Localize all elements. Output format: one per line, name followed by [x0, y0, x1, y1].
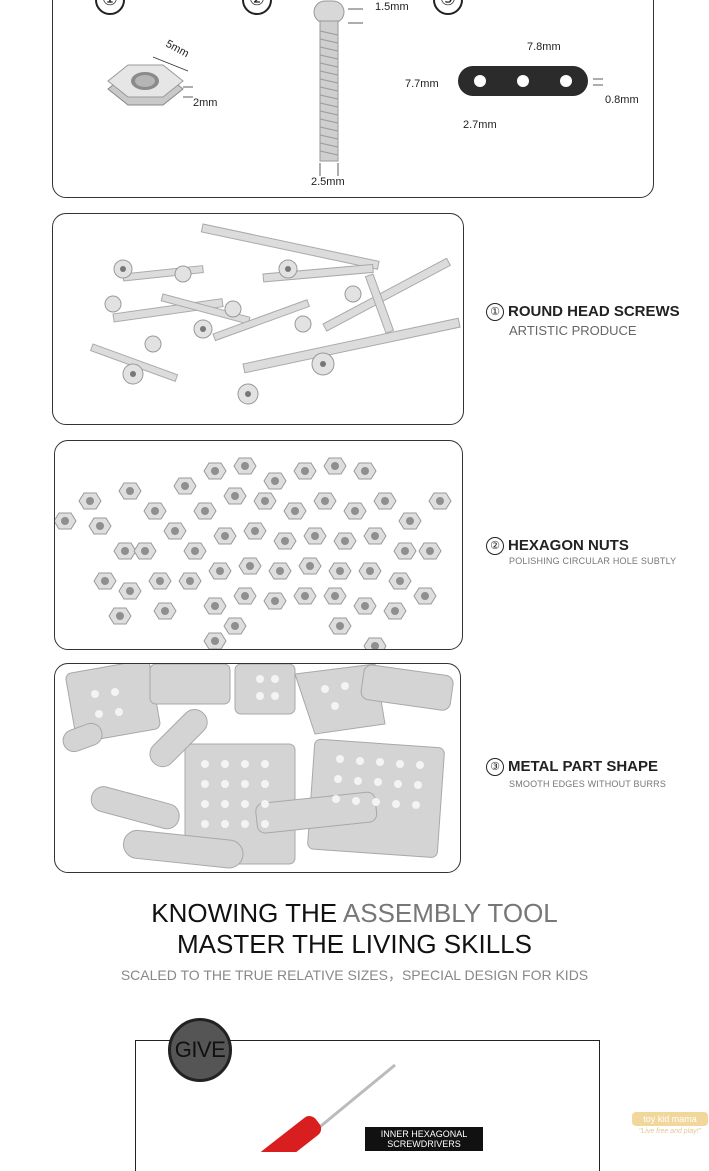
brand-watermark: toy kid mama "Live free and play!": [632, 1112, 708, 1135]
screw-illustration: [313, 0, 363, 176]
feature-metal-parts-title: METAL PART SHAPE: [508, 758, 659, 776]
feature-metal-parts-subtitle: SMOOTH EDGES WITHOUT BURRS: [509, 779, 667, 790]
feature-nuts-title: HEXAGON NUTS: [508, 537, 629, 555]
screw-dim-width: 2.5mm: [311, 176, 345, 188]
feature-nuts-subtitle: POLISHING CIRCULAR HOLE SUBTLY: [509, 556, 677, 567]
headline-line2: MASTER THE LIVING SKILLS: [177, 929, 532, 959]
metal-parts-photo-panel: [54, 663, 461, 873]
give-badge-text: GIVE: [174, 1037, 226, 1062]
nuts-photo: [55, 457, 452, 649]
part-number-3: ③: [433, 0, 463, 15]
part-number-2: ②: [242, 0, 272, 15]
feature-nuts-number: ②: [486, 537, 504, 555]
screws-photo: [89, 223, 461, 405]
dimensions-panel: ① ② ③ 5mm 2mm 1.5mm 2.5mm: [52, 0, 654, 198]
hex-nut-illustration: [107, 56, 193, 106]
tool-label: INNER HEXAGONAL SCREWDRIVERS: [365, 1127, 483, 1151]
give-badge: GIVE: [168, 1018, 232, 1082]
tool-label-line1: INNER HEXAGONAL: [380, 1129, 468, 1139]
headline-line1-gray: ASSEMBLY TOOL: [342, 898, 558, 928]
feature-screws-subtitle: ARTISTIC PRODUCE: [509, 323, 637, 339]
feature-metal-parts-number: ③: [486, 758, 504, 776]
screw-dim-head: 1.5mm: [375, 1, 409, 13]
strip-dim-height: 7.7mm: [405, 78, 439, 90]
headline-line1-dark: KNOWING THE: [151, 898, 343, 928]
tool-label-line2: SCREWDRIVERS: [387, 1139, 461, 1149]
strip-dim-hole: 2.7mm: [463, 119, 497, 131]
part-number-1: ①: [95, 0, 125, 15]
strip-dim-thickness: 0.8mm: [605, 94, 639, 106]
strip-dim-pitch: 7.8mm: [527, 41, 561, 53]
screwdriver-illustration: [258, 1063, 396, 1152]
metal-strip-illustration: [458, 66, 603, 96]
feature-screws-title: ROUND HEAD SCREWS: [508, 303, 680, 321]
give-frame: [135, 1040, 600, 1171]
headline-subtitle: SCALED TO THE TRUE RELATIVE SIZES，SPECIA…: [120, 967, 589, 983]
brand-logo-text: toy kid mama: [632, 1112, 708, 1126]
screws-photo-panel: [52, 213, 464, 425]
headline-line1: KNOWING THE ASSEMBLY TOOL: [0, 898, 709, 929]
nuts-photo-panel: [54, 440, 463, 650]
brand-slogan: "Live free and play!": [638, 1128, 702, 1135]
feature-screws-number: ①: [486, 303, 504, 321]
metal-parts-photo: [62, 664, 454, 869]
nut-dim-thickness: 2mm: [193, 97, 218, 109]
